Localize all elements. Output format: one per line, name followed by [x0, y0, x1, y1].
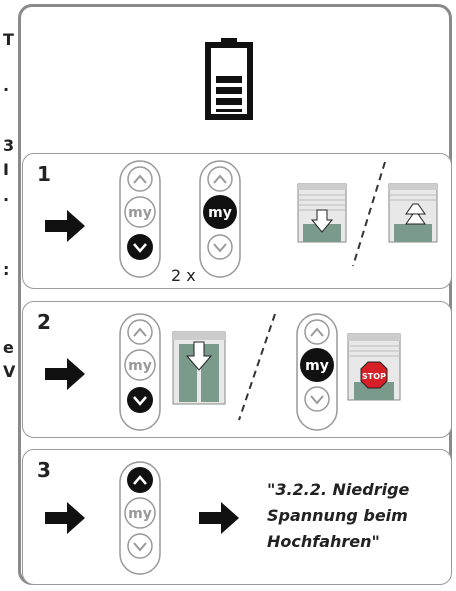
shutter-stop-icon: STOP [347, 333, 401, 401]
remote-down-pressed: my [119, 313, 161, 431]
shutter-up-icon [388, 183, 438, 243]
section-reference: "3.2.2. Niedrige Spannung beim Hochfahre… [267, 480, 410, 551]
edge-fragment: : [3, 260, 10, 279]
edge-fragment: 3 [3, 136, 15, 155]
right-arrow-icon [45, 358, 85, 390]
step-3-panel: 3 my "3.2.2. Niedrige Spannung beim Hoch… [22, 449, 452, 585]
step-2-panel: 2 my my [22, 301, 452, 438]
edge-fragment: T [3, 30, 14, 49]
step-number: 3 [37, 458, 51, 482]
step-number: 1 [37, 162, 51, 186]
remote-up-pressed: my [119, 461, 161, 575]
edge-fragment: . [3, 76, 10, 95]
remote-my-pressed: my [199, 160, 241, 278]
shutter-down-icon [297, 183, 347, 243]
svg-text:my: my [128, 506, 152, 522]
right-arrow-icon [45, 210, 85, 242]
svg-text:my: my [208, 205, 232, 221]
remote-down-pressed: my [119, 160, 161, 278]
or-divider [352, 161, 386, 267]
repeat-count: 2 x [171, 266, 196, 285]
edge-fragment: e [3, 338, 14, 357]
shutter-open-down-icon [172, 331, 226, 405]
svg-text:my: my [305, 358, 329, 374]
step-1-panel: 1 my my [22, 153, 452, 289]
low-battery-icon [205, 38, 253, 120]
stop-sign-label: STOP [362, 372, 386, 381]
remote-my-pressed: my [296, 313, 338, 431]
svg-text:my: my [128, 358, 152, 374]
step-number: 2 [37, 310, 51, 334]
right-arrow-icon [199, 502, 239, 534]
edge-fragment: . [3, 186, 10, 205]
edge-fragment: I [3, 160, 9, 179]
right-arrow-icon [45, 502, 85, 534]
left-edge-text-fragments: T . 3 I . : e V [0, 0, 16, 591]
or-divider [238, 313, 276, 421]
edge-fragment: V [3, 362, 16, 381]
my-button-label: my [128, 205, 152, 221]
